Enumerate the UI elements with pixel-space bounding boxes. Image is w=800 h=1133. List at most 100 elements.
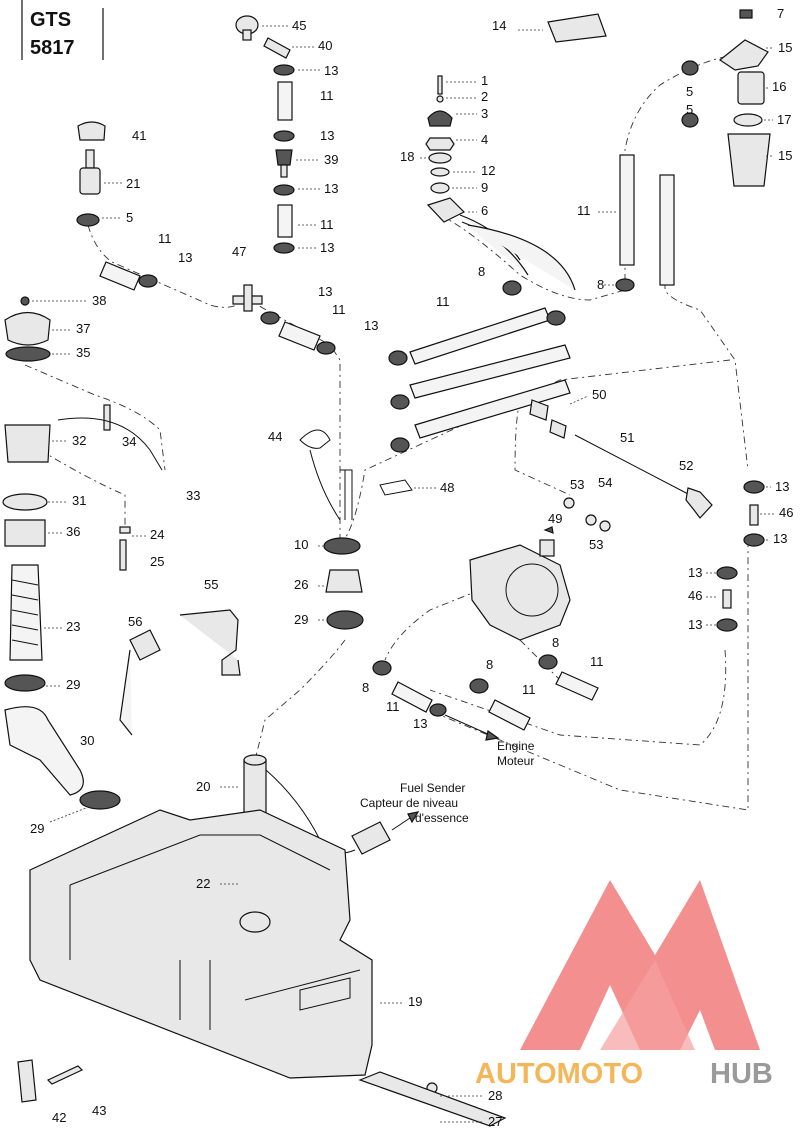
- callout-11: 11: [332, 302, 346, 317]
- callout-10: 10: [294, 537, 308, 552]
- callout-20: 20: [196, 779, 210, 794]
- callout-35: 35: [76, 345, 90, 360]
- sender-label-en: Fuel Sender: [400, 781, 465, 795]
- callout-19: 19: [408, 994, 422, 1009]
- callout-leaders: [32, 25, 775, 1123]
- sender-label-fr1: Capteur de niveau: [360, 796, 458, 810]
- callout-8: 8: [362, 680, 369, 695]
- callout-48: 48: [440, 480, 454, 495]
- top-right-parts: [547, 9, 771, 292]
- callout-27: 27: [488, 1114, 502, 1129]
- long-hoses: [388, 280, 571, 453]
- callout-23: 23: [66, 619, 80, 634]
- callout-9: 9: [481, 180, 488, 195]
- callout-54: 54: [598, 475, 612, 490]
- callout-28: 28: [488, 1088, 502, 1103]
- throttle-cable: [529, 399, 713, 534]
- callout-3: 3: [481, 106, 488, 121]
- part-21: [79, 167, 101, 195]
- callout-30: 30: [80, 733, 94, 748]
- left-fittings: [76, 121, 263, 312]
- callout-31: 31: [72, 493, 86, 508]
- callout-11: 11: [577, 203, 591, 218]
- mid-hoses: [260, 311, 336, 355]
- watermark-text-2: HUB: [710, 1058, 773, 1090]
- callout-44: 44: [268, 429, 282, 444]
- callout-5: 5: [686, 102, 693, 117]
- callout-12: 12: [481, 163, 495, 178]
- model-code: 5817: [30, 37, 75, 59]
- callout-29: 29: [66, 677, 80, 692]
- callout-32: 32: [72, 433, 86, 448]
- callout-7: 7: [777, 6, 784, 21]
- callout-15: 15: [778, 148, 792, 163]
- callout-11: 11: [320, 217, 334, 232]
- callout-11: 11: [386, 699, 400, 714]
- callout-46: 46: [688, 588, 702, 603]
- hose-11-right: [619, 154, 635, 266]
- callout-15: 15: [778, 40, 792, 55]
- callout-41: 41: [132, 128, 146, 143]
- callout-13: 13: [324, 63, 338, 78]
- callout-45: 45: [292, 18, 306, 33]
- lower-hoses: [372, 654, 599, 741]
- vent-valve-stack: [425, 75, 576, 291]
- callout-21: 21: [126, 176, 140, 191]
- tank-hardware: [17, 1059, 507, 1127]
- callout-33: 33: [186, 488, 200, 503]
- callout-13: 13: [688, 565, 702, 580]
- callout-17: 17: [777, 112, 791, 127]
- callout-4: 4: [481, 132, 488, 147]
- callout-2: 2: [481, 89, 488, 104]
- callout-8: 8: [478, 264, 485, 279]
- filler-hose: [4, 564, 121, 810]
- callout-34: 34: [122, 434, 136, 449]
- callout-11: 11: [522, 682, 536, 697]
- carburetor: [469, 539, 571, 641]
- callout-16: 16: [772, 79, 786, 94]
- callout-52: 52: [679, 458, 693, 473]
- callout-13: 13: [773, 531, 787, 546]
- callout-51: 51: [620, 430, 634, 445]
- fuel-tank[interactable]: [29, 809, 373, 1079]
- model-title: GTS: [30, 9, 71, 31]
- callout-13: 13: [413, 716, 427, 731]
- callout-53: 53: [570, 477, 584, 492]
- center-fittings: [299, 429, 413, 630]
- callout-49: 49: [548, 511, 562, 526]
- callout-6: 6: [481, 203, 488, 218]
- callout-46: 46: [779, 505, 793, 520]
- callout-13: 13: [178, 250, 192, 265]
- callout-39: 39: [324, 152, 338, 167]
- callout-36: 36: [66, 524, 80, 539]
- callout-29: 29: [30, 821, 44, 836]
- engine-label-en: Engine: [497, 739, 535, 753]
- brackets: [119, 609, 241, 736]
- callout-53: 53: [589, 537, 603, 552]
- callout-42: 42: [52, 1110, 66, 1125]
- part-14: [547, 13, 607, 43]
- callout-47: 47: [232, 244, 246, 259]
- top-center-fittings: [235, 15, 295, 254]
- callout-14: 14: [492, 18, 506, 33]
- part-40: [263, 37, 291, 59]
- callout-13: 13: [775, 479, 789, 494]
- hose-routes: [24, 54, 749, 811]
- right-fittings: [716, 480, 765, 632]
- callout-13: 13: [324, 181, 338, 196]
- callout-13: 13: [364, 318, 378, 333]
- callout-26: 26: [294, 577, 308, 592]
- callout-13: 13: [320, 128, 334, 143]
- leader-line: [49, 807, 87, 823]
- engine-label-fr: Moteur: [497, 754, 534, 768]
- filler-neck: [2, 296, 163, 571]
- callout-18: 18: [400, 149, 414, 164]
- callout-40: 40: [318, 38, 332, 53]
- watermark-text-1: AUTOMOTO: [475, 1058, 643, 1090]
- callout-1: 1: [481, 73, 488, 88]
- clamp-13a: [273, 64, 295, 76]
- callout-8: 8: [597, 277, 604, 292]
- part-41: [77, 121, 106, 141]
